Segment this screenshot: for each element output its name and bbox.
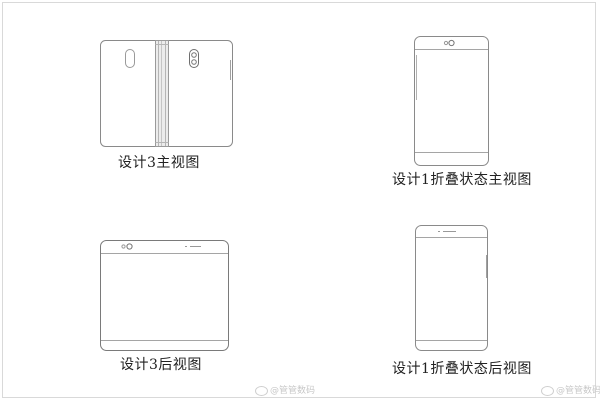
watermark-text: @管管数码	[270, 386, 316, 396]
figure-design3-back-drawing	[100, 240, 229, 351]
caption-design1-folded-back: 设计1折叠状态后视图	[392, 361, 532, 377]
weibo-logo-icon	[541, 385, 554, 396]
caption-design3-back: 设计3后视图	[120, 357, 202, 373]
watermark-text: @管管数码	[556, 386, 600, 396]
figure-design3-front-drawing	[100, 40, 233, 147]
caption-design1-folded-front: 设计1折叠状态主视图	[392, 172, 532, 188]
weibo-logo-icon	[255, 385, 268, 396]
figure-design1-folded-front-drawing	[414, 36, 489, 166]
caption-design3-front: 设计3主视图	[118, 155, 200, 171]
figure-design1-folded-back-drawing	[415, 225, 488, 351]
watermark-center: @管管数码	[255, 383, 315, 396]
watermark-right: @管管数码	[541, 383, 600, 396]
image-frame	[2, 2, 596, 398]
